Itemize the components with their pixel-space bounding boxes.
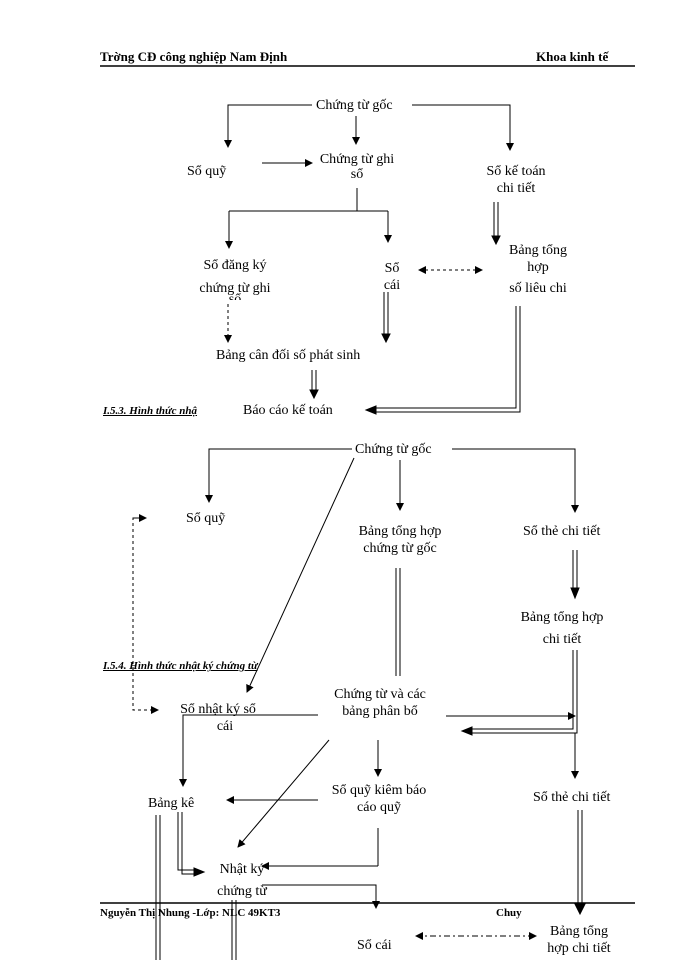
footer-topic: Chuy [496, 907, 522, 919]
d1-origin-voucher: Chứng từ gốc [316, 97, 393, 114]
d2-origin-voucher: Chứng từ gốc [355, 441, 432, 458]
d2-cash-book: Sổ quỹ [186, 511, 226, 526]
footer-author: Nguyễn Thị Nhung -Lớp: NLC 49KT3 [100, 907, 281, 919]
header-school: Trờng CĐ công nghiệp Nam Định [100, 49, 288, 64]
d2-detail-card: Sổ thẻ chi tiết [523, 524, 601, 539]
d2-ledger: Sổ cái [357, 938, 392, 953]
d2-listing: Bảng kê [148, 795, 195, 812]
d2-detail-card-2: Sổ thẻ chi tiết [533, 790, 611, 805]
d1-accounting-report: Báo cáo kế toán [243, 403, 333, 418]
header-faculty: Khoa kinh tế [536, 49, 609, 64]
d1-trial-balance: Bảng cân đối số phát sinh [216, 348, 361, 363]
d1-cash-book: Sổ quỹ [187, 164, 227, 179]
section-1-5-3: I.5.3. Hình thức nhậ [103, 405, 198, 417]
section-1-5-4: I.5.4. Hình thức nhật ký chứng từ [103, 660, 258, 672]
